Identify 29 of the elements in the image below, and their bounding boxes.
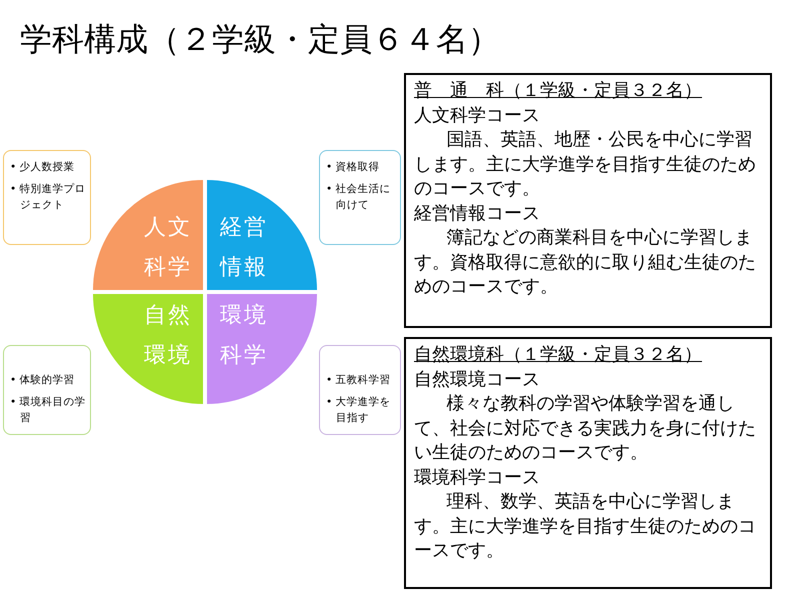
- segment-label: 経営情報: [219, 214, 269, 282]
- bullet-item: • 特別進学プロジェクト: [10, 182, 86, 213]
- note-box: [319, 150, 401, 245]
- course-name: 経営情報コース: [414, 202, 541, 226]
- page-title: 学科構成（２学級・定員６４名）: [20, 19, 500, 60]
- description-box: [404, 73, 772, 328]
- course-description: 国語、英語、地歴・公民を中心に学習します。主に大学進学を目指す生徒のためのコースです。: [414, 128, 757, 201]
- note-box: [319, 345, 401, 435]
- bullet-item: • 社会生活に向けて: [326, 182, 392, 213]
- segment-label: 自然環境: [143, 302, 193, 370]
- course-name: 人文科学コース: [414, 104, 541, 128]
- segment-label: 人文科学: [143, 214, 193, 282]
- bullet-item: • 少人数授業: [10, 160, 76, 175]
- note-box: [3, 150, 91, 245]
- course-description: 簿記などの商業科目を中心に学習します。資格取得に意欲的に取り組む生徒のためのコースです。: [414, 226, 757, 299]
- course-description: 理科、数学、英語を中心に学習します。主に大学進学を目指す生徒のためのコースです。: [414, 490, 757, 563]
- bullet-item: • 環境科目の学習: [10, 395, 86, 426]
- course-name: 自然環境コース: [414, 368, 541, 392]
- bullet-item: • 五教科学習: [326, 373, 392, 388]
- course-name: 環境科学コース: [414, 466, 541, 490]
- segment-label: 環境科学: [219, 302, 269, 370]
- bullet-item: • 大学進学を目指す: [326, 395, 392, 426]
- section-heading: 自然環境科（１学級・定員３２名）: [414, 343, 703, 367]
- bullet-item: • 体験的学習: [10, 373, 76, 388]
- description-box: [404, 337, 772, 589]
- note-box: [3, 345, 91, 435]
- course-description: 様々な教科の学習や体験学習を通して、社会に対応できる実践力を身に付けたい生徒のためのコースです。: [414, 392, 757, 465]
- bullet-item: • 資格取得: [326, 160, 381, 175]
- section-heading: 普 通 科（１学級・定員３２名）: [414, 79, 703, 103]
